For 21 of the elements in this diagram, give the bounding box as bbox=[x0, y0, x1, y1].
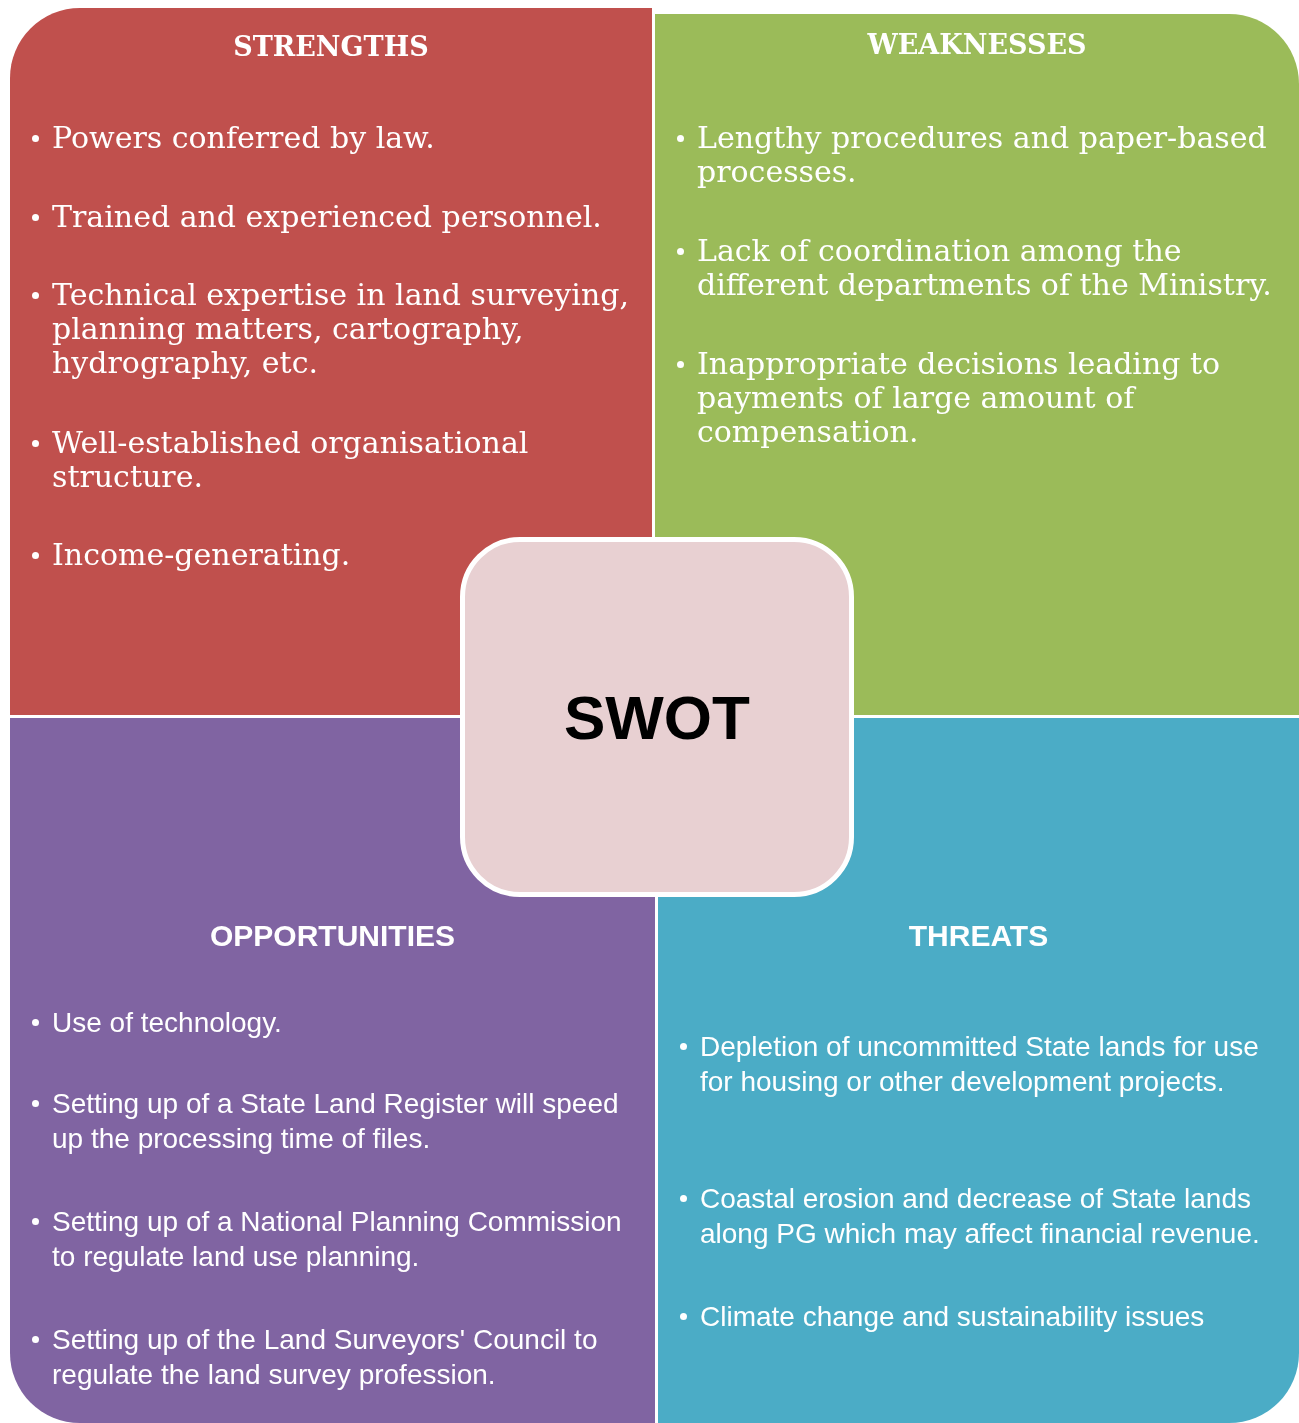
bullet-text: Climate change and sustainability issues bbox=[700, 1300, 1206, 1334]
bullet-text: Setting up of a State Land Register will speed up the processing time of files. bbox=[52, 1087, 620, 1156]
bullet-text: Coastal erosion and decrease of State lands along PG which may affect financial revenue. bbox=[700, 1182, 1261, 1251]
bullet-text: Income-generating. bbox=[52, 538, 352, 572]
bullet-text: Well-established organisational structure. bbox=[52, 426, 530, 494]
bullet-text: Trained and experienced personnel. bbox=[52, 200, 603, 234]
center-box bbox=[460, 537, 854, 897]
bullet-text: Inappropriate decisions leading to payments of large amount of compensation. bbox=[697, 347, 1222, 449]
bullet-text: Technical expertise in land surveying, planning matters, cartography, hydrography, etc. bbox=[52, 278, 630, 380]
bullet-text: Setting up of the Land Surveyors' Council to regulate the land survey profession. bbox=[52, 1323, 599, 1392]
quadrant-heading: THREATS bbox=[907, 918, 1050, 953]
quadrant-heading: OPPORTUNITIES bbox=[209, 918, 456, 953]
bullet-text: Depletion of uncommitted State lands for use for housing or other development projects. bbox=[700, 1030, 1260, 1099]
bullet-text: Use of technology. bbox=[52, 1006, 283, 1040]
bullet-text: Setting up of a National Planning Commission to regulate land use planning. bbox=[52, 1205, 623, 1274]
bullet-text: Powers conferred by law. bbox=[52, 121, 436, 155]
bullet-text: Lengthy procedures and paper-based processes. bbox=[697, 121, 1268, 189]
quadrant-heading: WEAKNESSES bbox=[866, 28, 1088, 62]
bullet-text: Lack of coordination among the different departments of the Ministry. bbox=[697, 234, 1273, 302]
center-title: SWOT bbox=[564, 681, 750, 753]
quadrant-heading: STRENGTHS bbox=[232, 30, 430, 64]
